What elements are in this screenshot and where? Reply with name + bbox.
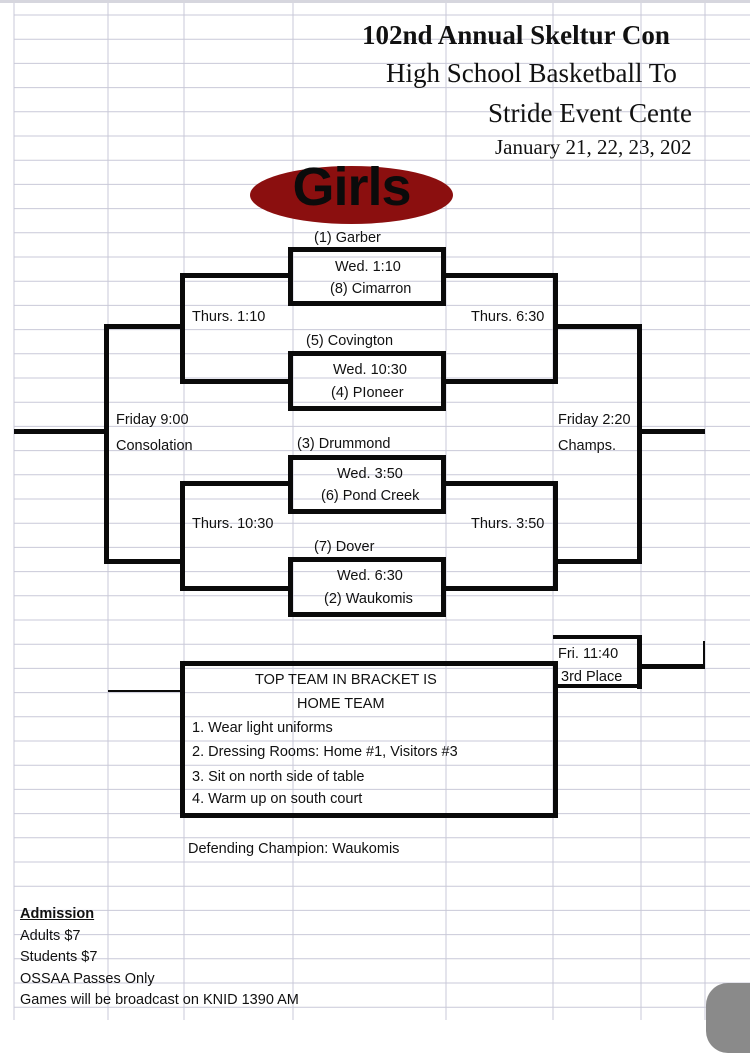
game-thurs-1-10: Thurs. 1:10 (192, 309, 266, 325)
team-cimarron: (8) Cimarron (330, 281, 412, 297)
game-thurs-6-30: Thurs. 6:30 (471, 309, 545, 325)
girls-oval (250, 166, 453, 224)
game-friday-9-00: Friday 9:00 (116, 412, 189, 428)
team-waukomis: (2) Waukomis (324, 591, 413, 607)
title-line-1: 102nd Annual Skeltur Con (362, 20, 670, 50)
game-wed-3-50: Wed. 3:50 (337, 466, 403, 482)
admission-heading: Admission (20, 906, 95, 922)
broadcast-info: Games will be broadcast on KNID 1390 AM (20, 992, 299, 1008)
title-line-3: Stride Event Cente (488, 98, 692, 128)
title-block: 102nd Annual Skeltur Con High School Bas… (350, 18, 750, 168)
page-corner-button[interactable] (706, 983, 750, 1053)
title-line-4: January 21, 22, 23, 202 (495, 135, 692, 159)
division-label: Girls (292, 157, 411, 217)
team-pioneer: (4) PIoneer (331, 385, 404, 401)
admission-passes: OSSAA Passes Only (20, 971, 155, 987)
team-drummond: (3) Drummond (297, 436, 391, 452)
game-wed-6-30: Wed. 6:30 (337, 568, 403, 584)
game-friday-2-20: Friday 2:20 (558, 412, 631, 428)
game-wed-10-30: Wed. 10:30 (333, 362, 407, 378)
defending-champion: Defending Champion: Waukomis (188, 841, 400, 857)
game-thurs-10-30: Thurs. 10:30 (192, 516, 274, 532)
team-pond-creek: (6) Pond Creek (321, 488, 420, 504)
note-item-4: 4. Warm up on south court (192, 791, 363, 807)
note-item-1: 1. Wear light uniforms (192, 720, 333, 736)
admission-adults: Adults $7 (20, 928, 81, 944)
title-line-2: High School Basketball To (386, 58, 677, 88)
notes-header-2: HOME TEAM (297, 696, 385, 712)
team-garber: (1) Garber (314, 230, 381, 246)
note-item-2: 2. Dressing Rooms: Home #1, Visitors #3 (192, 744, 458, 760)
admission-students: Students $7 (20, 949, 98, 965)
team-covington: (5) Covington (306, 333, 394, 349)
game-thurs-3-50: Thurs. 3:50 (471, 516, 545, 532)
notes-header-1: TOP TEAM IN BRACKET IS (255, 672, 437, 688)
game-fri-11-40: Fri. 11:40 (558, 646, 619, 662)
champs-label: Champs. (558, 438, 617, 454)
game-wed-1-10: Wed. 1:10 (335, 259, 401, 275)
third-place-label: 3rd Place (561, 669, 623, 685)
consolation-label: Consolation (116, 438, 193, 454)
note-item-3: 3. Sit on north side of table (192, 769, 365, 785)
team-dover: (7) Dover (314, 539, 375, 555)
